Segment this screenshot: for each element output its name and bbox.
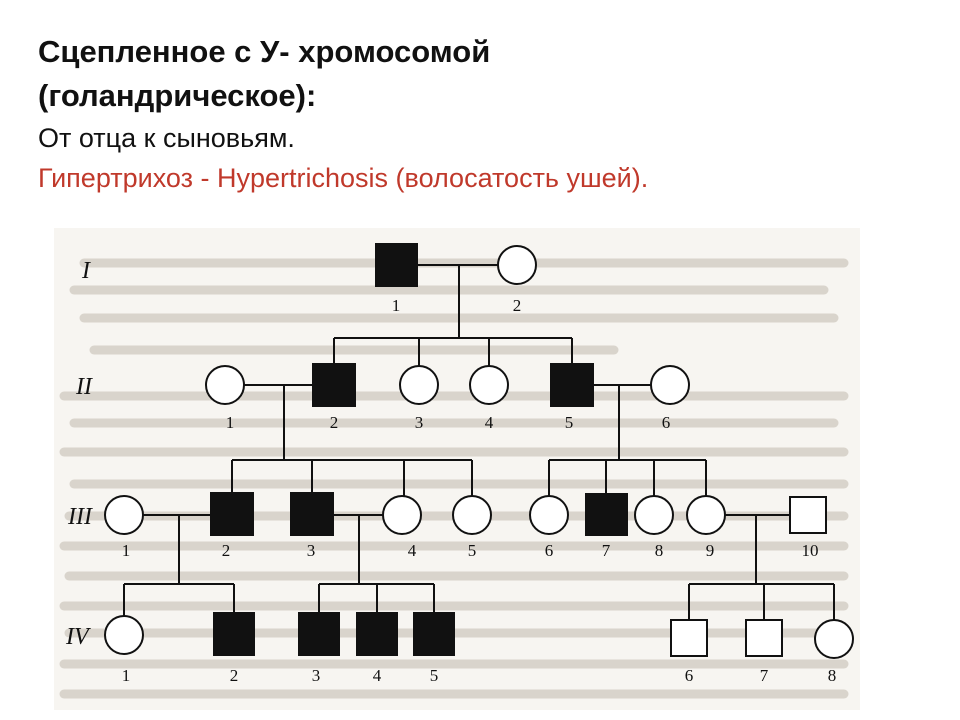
male-symbol: [789, 496, 827, 534]
generation-label-3: III: [67, 504, 93, 530]
pedigree-figure: I II III IV: [54, 228, 860, 710]
person-III-3: 3: [290, 492, 334, 560]
person-III-9: 9: [686, 495, 726, 560]
person-II-3: 3: [399, 365, 439, 432]
generation-label-1: I: [81, 258, 91, 284]
person-number: 2: [330, 413, 339, 432]
person-number: 2: [513, 296, 522, 315]
person-IV-1: 1: [104, 615, 144, 685]
affected-male-symbol: [290, 492, 334, 536]
female-symbol: [452, 495, 492, 535]
person-number: 7: [602, 541, 611, 560]
person-IV-3: 3: [298, 612, 340, 685]
person-number: 6: [662, 413, 671, 432]
female-symbol: [469, 365, 509, 405]
person-number: 4: [408, 541, 417, 560]
female-symbol: [104, 615, 144, 655]
person-IV-8: 8: [814, 619, 854, 685]
person-I-1: 1: [375, 243, 418, 315]
female-symbol: [399, 365, 439, 405]
affected-male-symbol: [550, 363, 594, 407]
affected-male-symbol: [213, 612, 255, 656]
slide-title-line1: Сцепленное с У- хромосомой: [38, 34, 491, 69]
person-number: 2: [230, 666, 239, 685]
affected-male-symbol: [585, 493, 628, 536]
person-number: 2: [222, 541, 231, 560]
generation-label-2: II: [75, 374, 93, 400]
person-II-6: 6: [650, 365, 690, 432]
slide-header: Сцепленное с У- хромосомой (голандрическ…: [38, 30, 938, 198]
person-number: 10: [802, 541, 819, 560]
person-number: 1: [226, 413, 235, 432]
male-symbol: [745, 619, 783, 657]
person-number: 5: [430, 666, 439, 685]
person-number: 8: [828, 666, 837, 685]
person-IV-4: 4: [356, 612, 398, 685]
person-number: 8: [655, 541, 664, 560]
pedigree-svg: I II III IV: [59, 243, 854, 699]
female-symbol: [529, 495, 569, 535]
affected-male-symbol: [210, 492, 254, 536]
person-number: 5: [565, 413, 574, 432]
male-symbol: [670, 619, 708, 657]
female-symbol: [104, 495, 144, 535]
affected-male-symbol: [356, 612, 398, 656]
person-III-1: 1: [104, 495, 144, 560]
affected-male-symbol: [298, 612, 340, 656]
slide-subtitle: От отца к сыновьям.: [38, 123, 295, 153]
person-III-8: 8: [634, 495, 674, 560]
person-number: 1: [122, 541, 131, 560]
person-number: 3: [312, 666, 321, 685]
slide-title-line2: (голандрическое):: [38, 78, 317, 113]
person-III-10: 10: [789, 496, 827, 560]
person-number: 9: [706, 541, 715, 560]
female-symbol: [650, 365, 690, 405]
female-symbol: [205, 365, 245, 405]
person-number: 4: [485, 413, 494, 432]
generation-label-4: IV: [65, 624, 91, 650]
person-IV-6: 6: [670, 619, 708, 685]
person-III-4: 4: [382, 495, 422, 560]
female-symbol: [686, 495, 726, 535]
person-number: 4: [373, 666, 382, 685]
pedigree-lines: [123, 264, 835, 620]
person-IV-5: 5: [413, 612, 455, 685]
female-symbol: [814, 619, 854, 659]
person-II-4: 4: [469, 365, 509, 432]
affected-male-symbol: [312, 363, 356, 407]
person-number: 5: [468, 541, 477, 560]
affected-male-symbol: [375, 243, 418, 287]
female-symbol: [497, 245, 537, 285]
person-II-2: 2: [312, 363, 356, 432]
person-III-5: 5: [452, 495, 492, 560]
female-symbol: [634, 495, 674, 535]
person-number: 1: [392, 296, 401, 315]
person-number: 1: [122, 666, 131, 685]
person-III-6: 6: [529, 495, 569, 560]
person-number: 6: [685, 666, 694, 685]
person-number: 3: [307, 541, 316, 560]
person-II-5: 5: [550, 363, 594, 432]
person-III-2: 2: [210, 492, 254, 560]
person-I-2: 2: [497, 245, 537, 315]
female-symbol: [382, 495, 422, 535]
slide-note: Гипертрихоз - Hypertrichosis (волосатост…: [38, 163, 649, 193]
person-number: 7: [760, 666, 769, 685]
person-number: 6: [545, 541, 554, 560]
person-II-1: 1: [205, 365, 245, 432]
person-number: 3: [415, 413, 424, 432]
background-text-lines: [59, 258, 849, 699]
person-III-7: 7: [585, 493, 628, 560]
person-IV-7: 7: [745, 619, 783, 685]
person-IV-2: 2: [213, 612, 255, 685]
affected-male-symbol: [413, 612, 455, 656]
